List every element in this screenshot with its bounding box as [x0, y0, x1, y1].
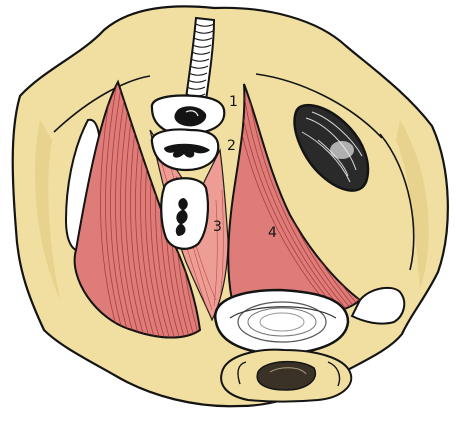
label-3: 3 — [213, 219, 222, 235]
label-2: 2 — [227, 138, 236, 154]
sacral-canal — [221, 350, 351, 402]
structure-3-rectum — [161, 178, 208, 249]
foramen-highlight — [330, 141, 354, 159]
coccyx — [215, 290, 348, 354]
label-1: 1 — [229, 94, 238, 110]
label-4: 4 — [268, 225, 277, 241]
structure-1-urethra — [152, 96, 224, 135]
